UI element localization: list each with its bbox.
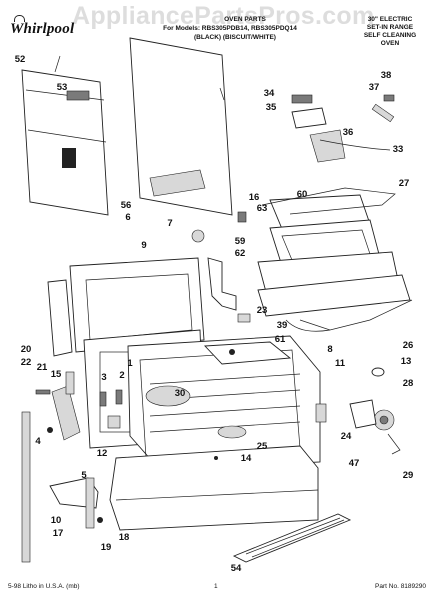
callout-22: 22 [20,357,32,368]
callout-21: 21 [36,362,48,373]
callout-37: 37 [368,82,380,93]
product-line-2: SET-IN RANGE [366,24,414,31]
callout-59: 59 [234,236,246,247]
callout-6: 6 [125,212,131,223]
callout-20: 20 [20,344,32,355]
sensor-clip [237,211,247,223]
callout-7: 7 [167,218,173,229]
footer-page-number: 1 [214,583,218,590]
callout-19: 19 [100,542,112,553]
callout-36: 36 [342,127,354,138]
callout-52: 52 [14,54,26,65]
callout-53: 53 [56,82,68,93]
callout-4: 4 [35,436,41,447]
rear-panel [21,69,109,216]
grommet [237,313,251,323]
models-line-2: (BLACK) (BISCUIT/WHITE) [194,34,276,41]
callout-30: 30 [174,388,186,399]
front-frame [69,257,205,353]
callout-39: 39 [276,320,288,331]
callout-1: 1 [127,358,133,369]
product-line-1: 30" ELECTRIC [367,16,413,23]
callout-16: 16 [248,192,260,203]
oven-rack-lower [257,274,411,317]
toe-kick-grille [232,513,352,563]
callout-56: 56 [120,200,132,211]
callout-62: 62 [234,248,246,259]
hinge-bracket [51,385,81,441]
callout-60: 60 [296,189,308,200]
vent-tube [207,257,237,311]
callout-18: 18 [118,532,130,543]
side-trim [47,279,73,357]
callout-34: 34 [263,88,275,99]
callout-24: 24 [340,431,352,442]
bulb-socket [191,229,205,243]
oven-cavity [127,335,321,471]
watermark: AppliancePartsPros.com [72,2,375,30]
brand-logo-swoosh [14,15,25,22]
callout-14: 14 [240,453,252,464]
callout-33: 33 [392,144,404,155]
door-latch [309,129,346,163]
callout-17: 17 [52,528,64,539]
callout-5: 5 [81,470,87,481]
footer-print-info: 5-98 Litho in U.S.A. (mb) [8,583,80,590]
callout-12: 12 [96,448,108,459]
callout-61: 61 [274,334,286,345]
models-line-1: For Models: RBS305PDB14, RBS305PDQ14 [163,25,297,32]
latch-knob [383,94,395,102]
terminal-screw [99,391,107,407]
section-title: OVEN PARTS [224,16,266,23]
footer-part-number: Part No. 8189290 [375,583,426,590]
callout-9: 9 [141,240,147,251]
callout-25: 25 [256,441,268,452]
callout-8: 8 [327,344,333,355]
callout-15: 15 [50,369,62,380]
callout-35: 35 [265,102,277,113]
thermostat-body [349,399,377,429]
callout-2: 2 [119,370,125,381]
storage-drawer [109,445,319,531]
callout-10: 10 [50,515,62,526]
callout-26: 26 [402,340,414,351]
callout-63: 63 [256,203,268,214]
igniter-bracket [315,403,327,423]
callout-3: 3 [101,372,107,383]
hinge-pin [35,389,51,395]
callout-29: 29 [402,470,414,481]
callout-27: 27 [398,178,410,189]
callout-11: 11 [334,358,346,369]
side-trim-strip [21,411,31,563]
terminal-block [66,90,90,101]
callout-23: 23 [256,305,268,316]
cavity-insulation-patch [145,385,191,407]
oven-top-plate [204,341,292,365]
side-panel-bracket [149,169,206,197]
callout-28: 28 [402,378,414,389]
callout-13: 13 [400,356,412,367]
latch-rod [371,103,395,123]
product-line-4: OVEN [380,40,400,47]
brand-logo: Whirlpool [10,21,75,37]
door-hinge [85,477,95,529]
thermostat-bushing [371,367,385,377]
panel-cutout [62,148,76,168]
callout-38: 38 [380,70,392,81]
callout-54: 54 [230,563,242,574]
callout-47: 47 [348,458,360,469]
product-line-3: SELF CLEANING [363,32,417,39]
latch-plate [291,107,327,129]
side-panel [129,37,233,216]
